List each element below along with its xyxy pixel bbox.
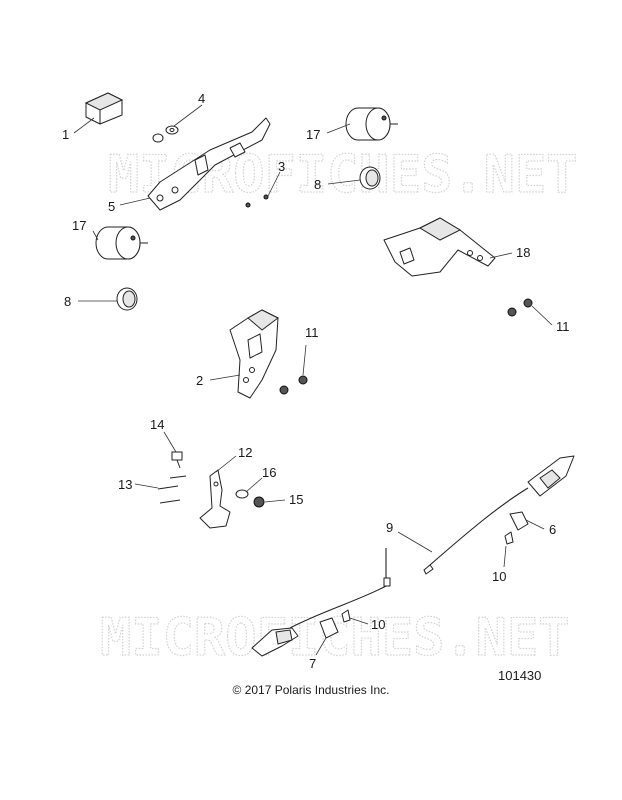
part-5-bracket [147,117,271,211]
callout-18: 18 [516,245,530,260]
callout-1: 1 [62,127,69,142]
part-3-bolt [245,194,269,208]
part-18-bracket [383,217,496,277]
part-10-clip-center [341,609,351,623]
callout-12: 12 [238,445,252,460]
callout-7: 7 [309,656,316,671]
turn-signal-rear [251,627,299,657]
callout-3: 3 [278,159,285,174]
part-10-clip-right [504,531,514,545]
callout-13: 13 [118,477,132,492]
callout-2: 2 [196,373,203,388]
part-12-hook-bracket [199,469,231,529]
part-6-socket [509,511,529,531]
part-16-washer [235,489,249,499]
leader-lines [73,104,553,656]
part-15-nut [253,496,265,508]
callout-8-top: 8 [314,177,321,192]
callout-11-right: 11 [556,319,570,334]
callout-16: 16 [262,465,276,480]
callout-9: 9 [386,520,393,535]
part-1-connector [84,92,124,125]
diagram-number: 101430 [498,668,542,683]
callout-11-center: 11 [305,325,319,340]
part-8-cap-top [359,166,381,190]
part-11-nuts-right [507,298,533,317]
callout-15: 15 [289,492,303,507]
part-8-cap-left [116,287,138,311]
part-4-nut [152,125,179,143]
part-9-wire-rear [289,548,391,629]
callout-10-right: 10 [492,569,506,584]
callout-17-top: 17 [306,127,320,142]
callout-10-center: 10 [371,617,385,632]
part-2-bracket [229,309,279,399]
part-17-horn-top [345,107,398,141]
callout-14: 14 [150,417,164,432]
watermark-bottom: MICROFICHES.NET [100,608,570,668]
callout-5: 5 [108,199,115,214]
part-13-pins [157,475,187,504]
part-17-horn-left [95,226,148,260]
callout-4: 4 [198,91,205,106]
copyright-text: © 2017 Polaris Industries Inc. [232,683,390,697]
part-9-turn-signal-front [423,455,575,575]
part-7-socket [319,617,339,639]
callout-6: 6 [549,522,556,537]
callout-17-left: 17 [72,218,86,233]
part-11-nuts-center [279,375,308,395]
part-14-bolt [171,451,183,469]
callout-8-left: 8 [64,294,71,309]
